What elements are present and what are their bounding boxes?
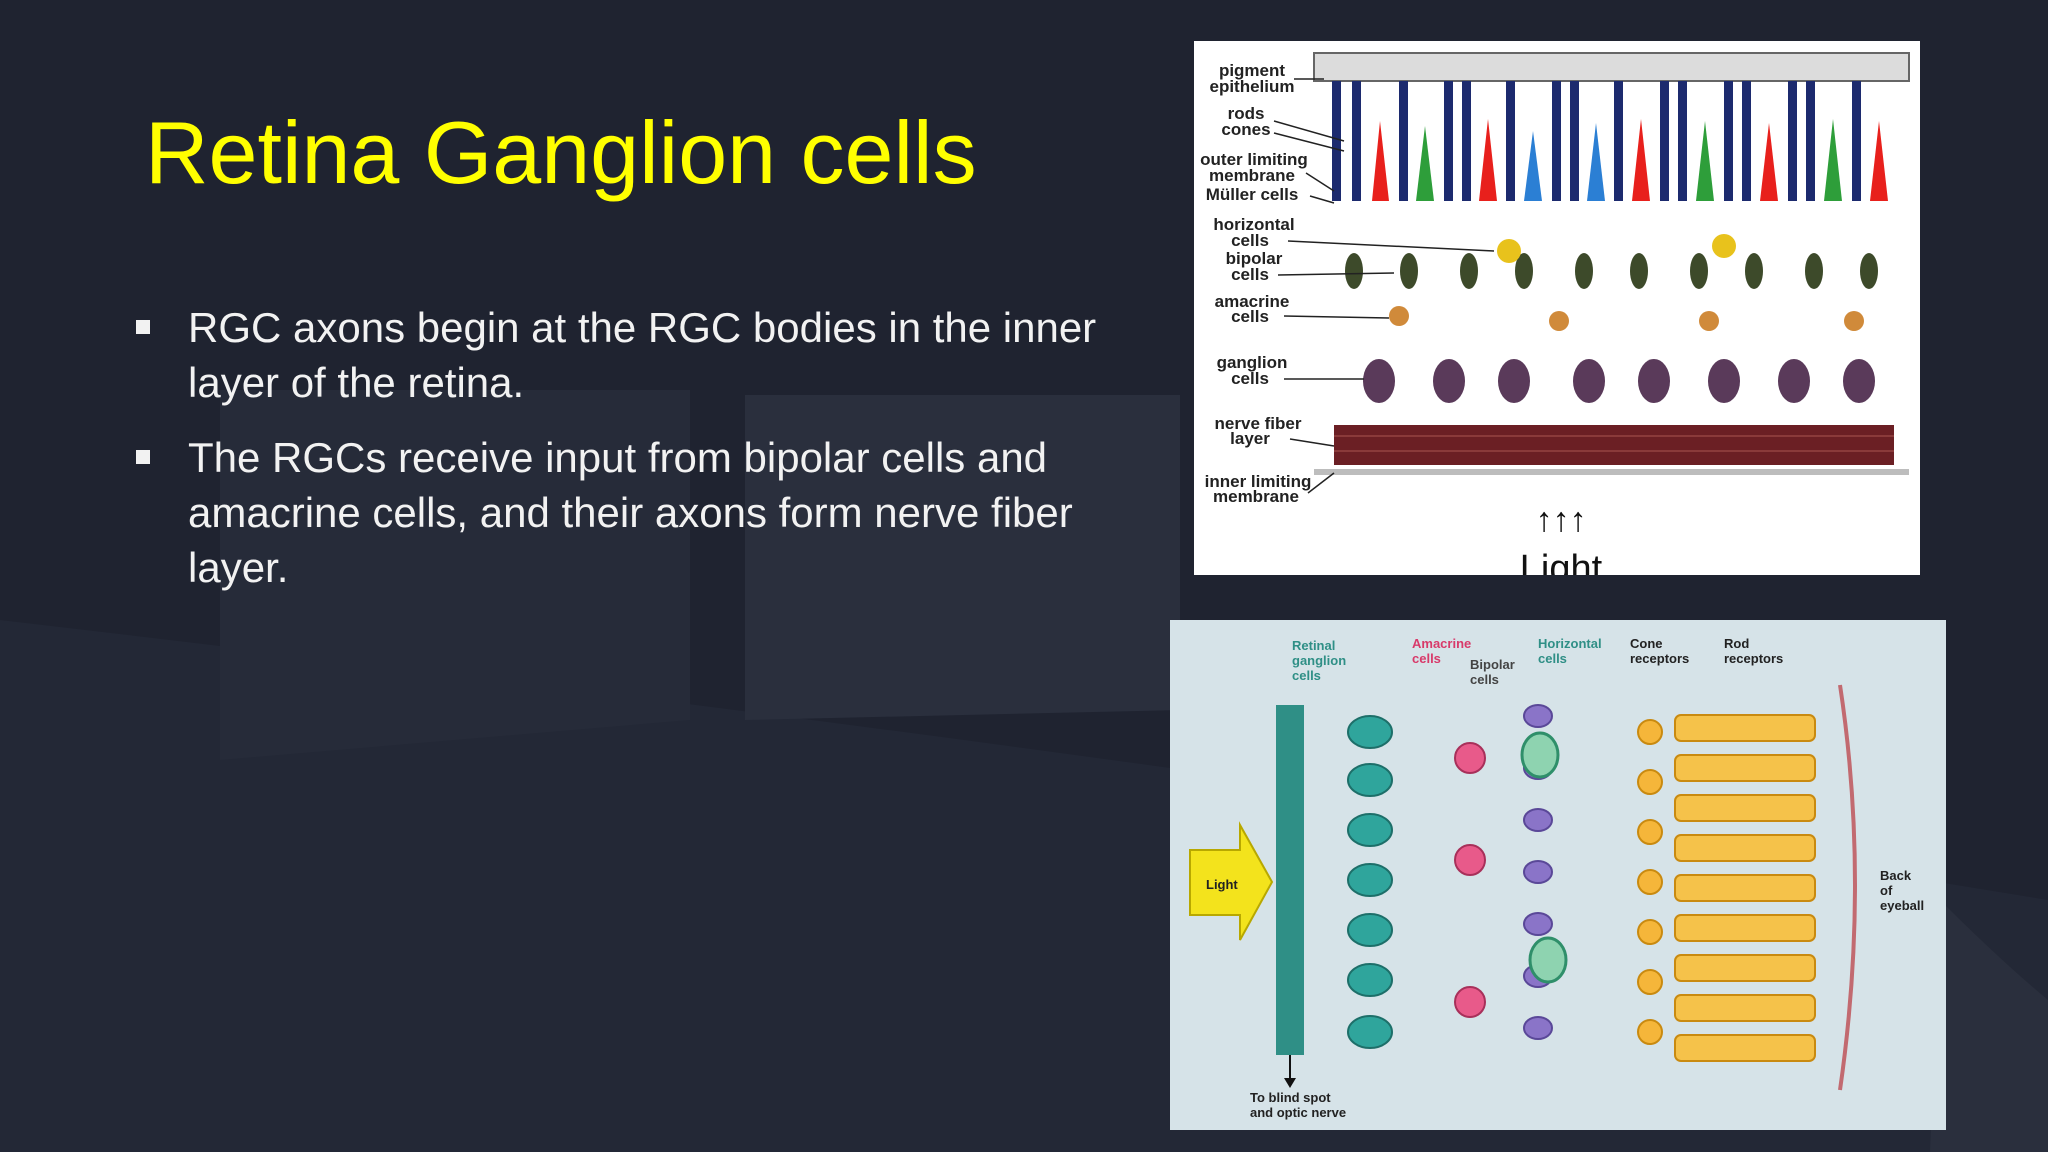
light-arrows-icon: ↑↑↑ [1536,501,1587,539]
label-leader-lines [1273,78,1495,494]
label-rod: Rod [1724,636,1749,651]
horizontal-cell [1712,234,1736,258]
horizontal-cell [1497,239,1521,263]
label-ganglion-cells: cells [1231,369,1269,388]
amacrine-cells-column [1454,742,1486,1018]
label-back: Back [1880,868,1912,883]
bullet-text: RGC axons begin at the RGC bodies in the… [188,304,1097,406]
label-bipolar: Bipolar [1470,657,1515,672]
photoreceptor-row [1332,81,1888,201]
horizontal-cells-column [1520,731,1568,984]
label-amacrine-cells: cells [1412,651,1441,666]
label-ganglion: ganglion [1217,353,1288,372]
pigment-epithelium-band [1313,52,1910,82]
retina-layers-diagram: pigment epithelium rods cones outer limi… [1200,52,1910,575]
ganglion-cell-row [1363,359,1875,403]
label-pigment: pigment [1219,61,1285,80]
label-eyeball: eyeball [1880,898,1924,913]
label-inner-limiting: inner limiting [1205,472,1312,491]
label-bipolar-cells: cells [1470,672,1499,687]
cone-receptors-column [1637,719,1663,1045]
label-light: Light [1520,548,1603,575]
retina-circuit-diagram: Retinal ganglion cells Amacrine cells Bi… [1189,636,1924,1120]
label-cone-receptors: receptors [1630,651,1689,666]
bullet-marker-icon [136,450,150,464]
label-ganglion-cells: cells [1292,668,1321,683]
retina-layers-figure: pigment epithelium rods cones outer limi… [1194,41,1920,575]
label-horizontal: Horizontal [1538,636,1602,651]
label-bipolar-cells: cells [1231,265,1269,284]
label-retinal: Retinal [1292,638,1335,653]
label-inner-membrane: membrane [1213,487,1299,506]
light-arrow-icon [1189,821,1274,941]
label-horizontal-cells: cells [1538,651,1567,666]
label-light: Light [1206,877,1238,892]
back-of-eyeball-arc [1838,684,1857,1091]
amacrine-cell-row [1389,306,1864,331]
label-rods: rods [1228,104,1265,123]
bullet-marker-icon [136,320,150,334]
label-outer-limiting: outer limiting [1200,150,1308,169]
bullet-list: RGC axons begin at the RGC bodies in the… [130,300,1150,615]
slide-title: Retina Ganglion cells [145,103,977,202]
bullet-text: The RGCs receive input from bipolar cell… [188,434,1073,591]
label-amacrine: Amacrine [1412,636,1471,651]
label-cone: Cone [1630,636,1663,651]
retina-circuit-figure: Retinal ganglion cells Amacrine cells Bi… [1170,620,1946,1130]
label-cones: cones [1221,120,1270,139]
nerve-fiber-band [1334,425,1894,465]
label-rod-receptors: receptors [1724,651,1783,666]
ganglion-cells-column [1347,715,1393,1049]
label-horizontal: horizontal [1213,215,1294,234]
inner-limiting-membrane-band [1314,469,1909,475]
label-ganglion: ganglion [1292,653,1346,668]
label-of: of [1880,883,1893,898]
optic-nerve-bundle [1276,705,1304,1055]
label-amacrine: amacrine [1215,292,1290,311]
label-blind-spot: To blind spot [1250,1090,1331,1105]
label-muller: Müller cells [1206,185,1299,204]
label-horizontal-cells: cells [1231,231,1269,250]
label-amacrine-cells: cells [1231,307,1269,326]
label-nerve-fiber-layer: layer [1230,429,1270,448]
label-bipolar: bipolar [1226,249,1283,268]
label-optic-nerve: and optic nerve [1250,1105,1346,1120]
label-epithelium: epithelium [1209,77,1294,96]
bullet-item: The RGCs receive input from bipolar cell… [130,430,1150,595]
bipolar-cell-row [1345,253,1878,289]
bullet-item: RGC axons begin at the RGC bodies in the… [130,300,1150,410]
rod-receptors-column [1674,714,1816,1062]
label-outer-membrane: membrane [1209,166,1295,185]
label-nerve-fiber: nerve fiber [1215,414,1302,433]
